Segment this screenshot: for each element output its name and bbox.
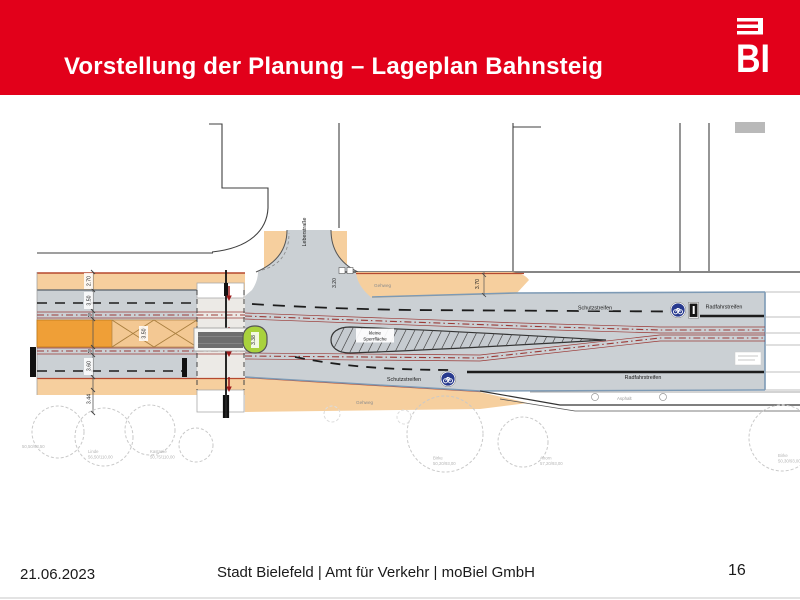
plan-labels: Leberstraße Schutzstreifen Radfahrstreif… [302,217,743,405]
small-sign-boxes [338,267,354,274]
edge-bar [182,358,187,377]
dim-track-gap-bottom: 50 [87,348,92,353]
sperrflaeche-label-line1: kleine [369,331,381,336]
gehweg-top-label: Gehweg [374,283,392,288]
platform-ramp [198,332,243,348]
pedestrian-crossing [193,270,250,418]
tree-labels: 50,50/93,50 Linde 56,50/110,00 Kastanie … [22,444,800,466]
edge-bar [30,347,36,377]
building-outlines [37,123,800,273]
dim-lane-bottom: 3.60 [87,361,93,371]
castle-battlement-icon [737,18,763,35]
asphalt-label: Asphalt [617,396,632,401]
black-sign [688,302,699,319]
lageplan-drawing: kleine Sperrfläche [22,122,800,473]
tram-tracks [37,311,765,362]
tree-name: Birke [433,456,443,461]
building-block [735,122,765,133]
sperrflaeche-label-line2: Sperrfläche [363,337,387,342]
tree-size: 56,50/110,00 [88,455,113,460]
dim-side-street: 3.20 [332,278,338,288]
bicycle-icon [673,307,683,315]
slide-title: Vorstellung der Planung – Lageplan Bahns… [64,53,604,80]
page-number: 16 [728,562,746,579]
radfahrstreifen-bottom-label: Radfahrstreifen [625,375,662,381]
footer-organization: Stadt Bielefeld | Amt für Verkehr | moBi… [217,564,535,581]
bielefeld-logo: BI [736,18,770,76]
street-name-label: Leberstraße [302,217,308,246]
tree-size: 50,75/110,00 [150,455,175,460]
trees [31,395,800,473]
dim-island: 3.38 [251,335,257,345]
tree-name: Linde [88,449,99,454]
bike-lane-sign-bottom [439,370,457,388]
logo-letters: BI [736,37,770,76]
tree-name: Ahorn [540,456,552,461]
slide-header: Vorstellung der Planung – Lageplan Bahns… [0,0,800,95]
dim-track-gap-top: 50 [87,312,92,317]
dim-sidewalk-top: 2.70 [87,276,93,286]
dim-lane-top: 3.50 [87,295,93,305]
sperrflaeche: kleine Sperrfläche [330,326,607,354]
tree-name: Kastanie [150,449,167,454]
tree-size: 50,30/93,00 [778,459,800,464]
bicycle-icon [443,376,453,384]
site-plan: kleine Sperrfläche [0,100,800,500]
tree-size: 50,20/93,00 [433,461,456,466]
schutzstreifen-top-label: Schutzstreifen [578,306,612,312]
radfahrstreifen-top-label: Radfahrstreifen [706,305,743,311]
side-street [255,229,359,273]
dimension-chain: 2.70 3.50 50 50 3.60 3.44 3.50 3.70 3.20 [84,269,487,416]
lane-markings [37,302,764,374]
dim-sidewalk-right-top: 3.70 [475,279,481,289]
pavement-continuation [479,291,800,412]
dim-sidewalk-bottom: 3.44 [87,394,93,404]
bike-lane-sign-top [669,301,687,319]
platform [30,319,198,377]
tree-name: Birke [778,453,788,458]
traffic-island: 3.38 [242,325,268,354]
schutzstreifen-bottom-label: Schutzstreifen [387,377,421,383]
dim-platform: 3.50 [142,328,148,338]
gehweg-bottom-label: Gehweg [356,400,374,405]
tree-size: 50,50/93,50 [22,444,45,449]
slide-bottom-edge [0,597,800,599]
tree-size: 57,20/93,00 [540,461,563,466]
footer-date: 21.06.2023 [20,566,96,583]
